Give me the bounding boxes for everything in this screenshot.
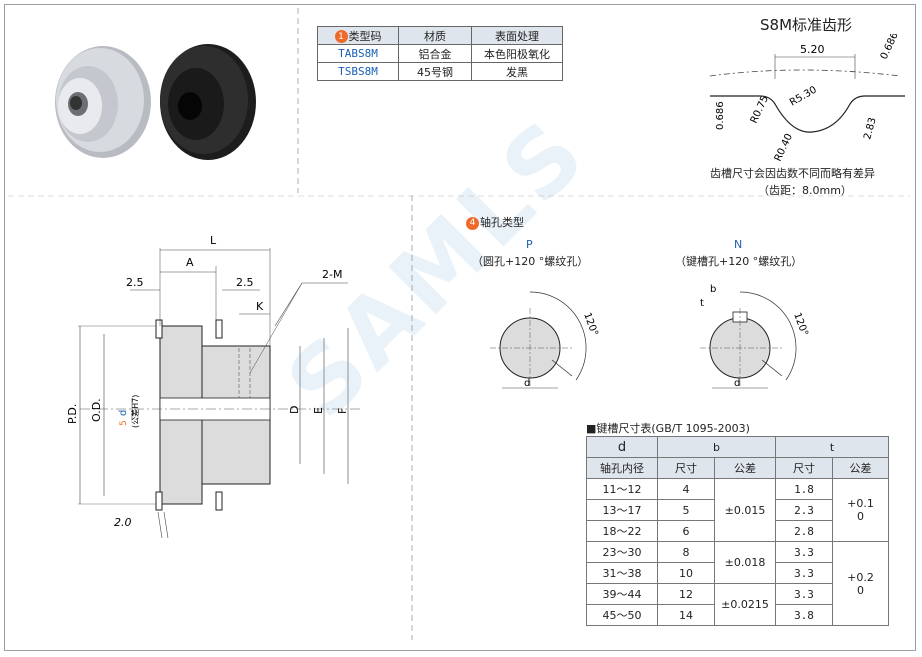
table-row: TABS8M 铝合金 本色阳极氧化 — [317, 44, 563, 63]
dim-d-tolerance: (公差H7) — [130, 395, 140, 428]
dim-L: L — [210, 234, 217, 247]
b-tol-cell: ±0.0215 — [714, 583, 776, 626]
t-size-header: 尺寸 — [775, 457, 833, 479]
table-row: 13～17 5 2.3 — [586, 499, 889, 521]
dim-D: D — [288, 406, 301, 414]
b-tol-cell: ±0.018 — [714, 541, 776, 584]
pulley-section-drawing: L A 2.5 2.5 K 2-M P.D. O.D. d 5 (公差H7) D… — [66, 234, 360, 538]
left-offset-dim: 0.686 — [715, 101, 726, 130]
type-code-cell: TABS8M — [317, 44, 399, 63]
round-hole-drawing: 120° d — [490, 291, 600, 389]
tooth-profile-drawing: 5.20 0.686 0.686 R0.75 R5.30 2.83 R0.40 — [709, 34, 905, 163]
hole-p-d: d — [524, 378, 530, 389]
t-cell: 2.3 — [775, 499, 833, 521]
dim-F: F — [336, 408, 349, 414]
bore-cell: 13～17 — [586, 499, 658, 521]
table-row: 39～44 12 ±0.0215 3.3 — [586, 583, 889, 626]
material-cell: 45号钢 — [398, 62, 472, 81]
t-tol-header: 公差 — [832, 457, 889, 479]
dim-2-5-left: 2.5 — [126, 276, 144, 289]
tooth-note: 齿槽尺寸会因齿数不同而略有差异 — [710, 167, 875, 180]
dim-M: 2-M — [322, 268, 342, 281]
bore-cell: 18～22 — [586, 520, 658, 542]
type-code-cell: TSBS8M — [317, 62, 399, 81]
dim-d: d — [118, 410, 129, 416]
badge-4: 4 — [466, 216, 479, 230]
table-row: 31～38 10 3.3 — [586, 562, 889, 584]
keyway-table-title: ■键槽尺寸表(GB/T 1095-2003) — [586, 422, 750, 435]
hole-type-p-code: P — [526, 238, 533, 251]
b-cell: 8 — [657, 541, 715, 563]
b-cell: 12 — [657, 583, 715, 605]
hole-type-n-desc: （键槽孔+120 °螺纹孔） — [675, 255, 803, 268]
bore-cell: 11～12 — [586, 478, 658, 500]
bore-cell: 31～38 — [586, 562, 658, 584]
table-row: TSBS8M 45号钢 发黑 — [317, 62, 563, 81]
keyway-table: d b t 轴孔内径 尺寸 公差 尺寸 公差 11～12 4 ±0.015 1.… — [586, 436, 889, 626]
aluminum-pulley-photo — [55, 46, 151, 158]
bore-cell: 39～44 — [586, 583, 658, 605]
tooth-profile-title: S8M标准齿形 — [760, 16, 853, 34]
table-row: 23～30 8 ±0.018 3.3 +0.2 0 — [586, 541, 889, 626]
dim-PD: P.D. — [66, 404, 79, 424]
badge-1: 1 — [334, 30, 348, 43]
col-b-header: b — [657, 436, 776, 458]
t-cell: 3.3 — [775, 541, 833, 563]
dim-A: A — [186, 256, 194, 269]
finish-cell: 发黑 — [471, 62, 563, 81]
table-row: 11～12 4 ±0.015 1.8 +0.1 0 — [586, 478, 889, 542]
t-cell: 2.8 — [775, 520, 833, 542]
bore-cell: 23～30 — [586, 541, 658, 563]
keyway-hole-drawing: b t 120° d — [700, 284, 810, 389]
col-d-header: d — [586, 436, 658, 458]
hole-n-t: t — [700, 298, 704, 309]
b-cell: 14 — [657, 604, 715, 626]
page-frame — [4, 4, 916, 651]
bore-cell: 45～50 — [586, 604, 658, 626]
t-cell: 3.3 — [775, 583, 833, 605]
dim-K: K — [256, 300, 264, 313]
hole-n-b: b — [710, 284, 716, 295]
tooth-pitch-note: （齿距：8.0mm） — [758, 184, 852, 197]
b-tol-header: 公差 — [714, 457, 776, 479]
b-cell: 6 — [657, 520, 715, 542]
product-photo — [55, 44, 256, 160]
b-cell: 5 — [657, 499, 715, 521]
dim-E: E — [312, 407, 325, 414]
steel-pulley-photo — [160, 44, 256, 160]
table-row: 18～22 6 2.8 — [586, 520, 889, 542]
t-cell: 1.8 — [775, 478, 833, 500]
b-cell: 4 — [657, 478, 715, 500]
bore-header: 轴孔内径 — [586, 457, 658, 479]
dim-2-5-right: 2.5 — [236, 276, 254, 289]
pitch-width-dim: 5.20 — [800, 43, 825, 56]
col-t-header: t — [775, 436, 889, 458]
dim-2-0: 2.0 — [114, 516, 132, 529]
hole-n-d: d — [734, 378, 740, 389]
hole-type-p-desc: （圆孔+120 °螺纹孔） — [472, 255, 589, 268]
b-tol-cell: ±0.015 — [714, 478, 776, 542]
t-cell: 3.3 — [775, 562, 833, 584]
table-row: 45～50 14 3.8 — [586, 604, 889, 626]
b-size-header: 尺寸 — [657, 457, 715, 479]
t-tol-cell: +0.2 0 — [832, 541, 889, 626]
t-tol-cell: +0.1 0 — [832, 478, 889, 542]
badge-5: 5 — [119, 420, 129, 426]
b-cell: 10 — [657, 562, 715, 584]
finish-header: 表面处理 — [471, 26, 563, 45]
t-cell: 3.8 — [775, 604, 833, 626]
dim-OD: O.D. — [90, 398, 103, 422]
hole-type-n-code: N — [734, 238, 743, 251]
